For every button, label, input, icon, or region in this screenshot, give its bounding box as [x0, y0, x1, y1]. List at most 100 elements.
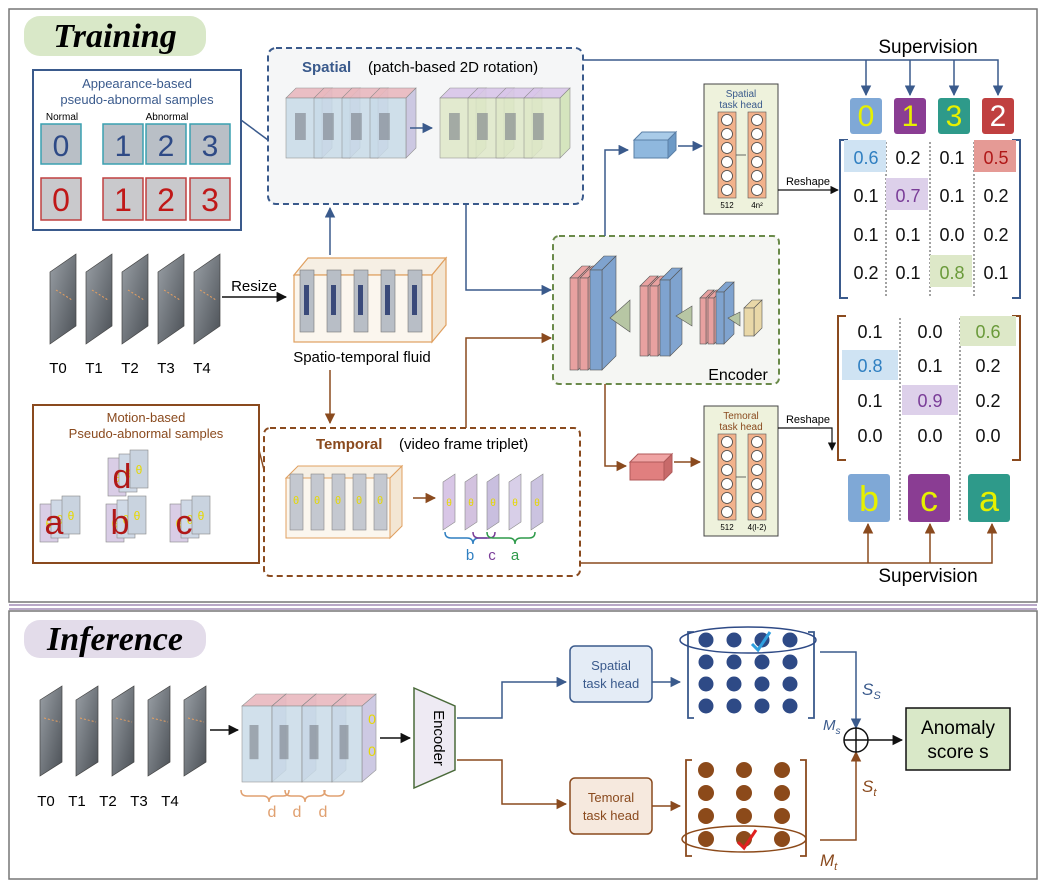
stack-frame	[369, 87, 417, 159]
appearance-blue-digit: 2	[158, 130, 175, 163]
fluid-figure	[358, 285, 363, 315]
ms-dot	[726, 654, 742, 670]
matrix-highlight	[842, 350, 898, 380]
spatial-target-label: 0	[858, 100, 875, 133]
spatial-matrix-cell: 0.1	[983, 263, 1008, 283]
inference-frame-label: T4	[161, 793, 179, 810]
matrix-highlight	[902, 385, 958, 415]
inference-temporal-head-1: Temoral	[588, 790, 634, 805]
spatial-supervision-lines	[583, 59, 1004, 97]
temporal-feature-cube	[628, 452, 674, 482]
brace-b	[444, 531, 487, 545]
svg-text:θ: θ	[356, 495, 362, 507]
spatial-target-box	[982, 98, 1014, 134]
inference-temporal-head: Temoral task head	[569, 777, 653, 835]
temporal-matrix-cell: 0.2	[975, 356, 1000, 376]
head-node	[751, 114, 763, 126]
ms-dot	[754, 676, 770, 692]
supervision-bottom: Supervision	[878, 566, 977, 587]
appearance-red-digit: 2	[157, 182, 175, 218]
svg-text:θ: θ	[46, 517, 53, 531]
spatial-matrix-cell: 0.1	[895, 263, 920, 283]
encoder-slab	[699, 297, 707, 345]
head-node	[721, 156, 733, 168]
appearance-blue-thumb: 1	[102, 123, 144, 165]
mt-row-highlight	[681, 825, 807, 853]
check-icon	[736, 829, 758, 851]
mt-dot	[774, 808, 790, 824]
ms-dot	[698, 632, 714, 648]
triplet-frame	[530, 473, 544, 531]
spatial-matrix-cell: 0.8	[939, 263, 964, 283]
temporal-task-head: Temoral task head 512 4(l-2)	[703, 405, 779, 537]
head-node	[721, 464, 733, 476]
svg-text:θ: θ	[490, 498, 496, 509]
matrix-highlight	[930, 255, 972, 287]
spatial-matrix-cell: 0.1	[853, 186, 878, 206]
encoder-kernel	[675, 305, 693, 327]
frame-label: T2	[121, 360, 139, 377]
input-frame	[157, 253, 185, 345]
triplet-frame	[442, 473, 456, 531]
ms-row-highlight	[679, 626, 817, 654]
spatial-box: Spatial (patch-based 2D rotation)	[267, 47, 584, 205]
fluid-label: Spatio-temporal fluid	[293, 349, 431, 366]
temporal-matrix-cell: 0.8	[857, 356, 882, 376]
spatial-reshape-label: Reshape	[786, 176, 830, 188]
spatial-target-box	[938, 98, 970, 134]
temporal-target-box	[968, 474, 1010, 522]
appearance-title-1: Appearance-based	[82, 76, 192, 91]
temporal-matrix-cell: 0.2	[975, 391, 1000, 411]
spatial-matrix-cell: 0.2	[853, 263, 878, 283]
appearance-red-thumb: 3	[189, 177, 231, 221]
temporal-target-box	[848, 474, 890, 522]
matrix-highlight	[960, 316, 1016, 346]
d-label-3: d	[319, 804, 328, 821]
temporal-target-label: c	[920, 478, 938, 519]
svg-text:0: 0	[368, 743, 376, 759]
motion-letter: d	[113, 458, 132, 496]
inference-frame-label: T1	[68, 793, 86, 810]
inference-encoder: Encoder	[413, 686, 456, 790]
mt-dot	[774, 762, 790, 778]
head-node	[751, 436, 763, 448]
appearance-title-2: pseudo-abnormal samples	[60, 92, 214, 107]
mt-dot	[736, 762, 752, 778]
temporal-matrix-cell: 0.9	[917, 391, 942, 411]
spatial-matrix-cell: 0.6	[853, 148, 878, 168]
abnormal-label: Abnormal	[146, 112, 189, 123]
spatial-target-box	[850, 98, 882, 134]
inference-input-frame	[147, 685, 171, 777]
input-frame	[49, 253, 77, 345]
temporal-target-label: a	[979, 478, 1000, 519]
svg-text:θ: θ	[314, 495, 320, 507]
svg-text:θ: θ	[68, 509, 75, 523]
temporal-matrix-cell: 0.1	[857, 322, 882, 342]
inference-spatial-head-2: task head	[583, 676, 639, 691]
inference-temporal-head-2: task head	[583, 808, 639, 823]
frame-label: T0	[49, 360, 67, 377]
inference-frame-label: T3	[130, 793, 148, 810]
fluid-figure	[385, 285, 390, 315]
mt-dot	[774, 785, 790, 801]
appearance-red-thumb: 0	[40, 177, 82, 221]
head-node	[721, 170, 733, 182]
spatial-matrix-cell: 0.1	[939, 186, 964, 206]
head-node	[751, 464, 763, 476]
st-label: St	[862, 777, 877, 799]
svg-text:θ: θ	[468, 498, 474, 509]
temporal-head-dim-1: 512	[720, 523, 734, 532]
spatial-matrix-cell: 0.2	[895, 148, 920, 168]
d-label-2: d	[293, 804, 302, 821]
head-node	[721, 506, 733, 518]
head-node	[751, 184, 763, 196]
inference-title-bg	[24, 620, 206, 658]
temporal-frame	[331, 473, 346, 531]
svg-text:θ: θ	[198, 509, 205, 523]
appearance-red-digit: 0	[52, 182, 70, 218]
ms-dot	[782, 632, 798, 648]
temporal-supervision-lines	[580, 522, 998, 564]
svg-text:θ: θ	[114, 471, 121, 485]
